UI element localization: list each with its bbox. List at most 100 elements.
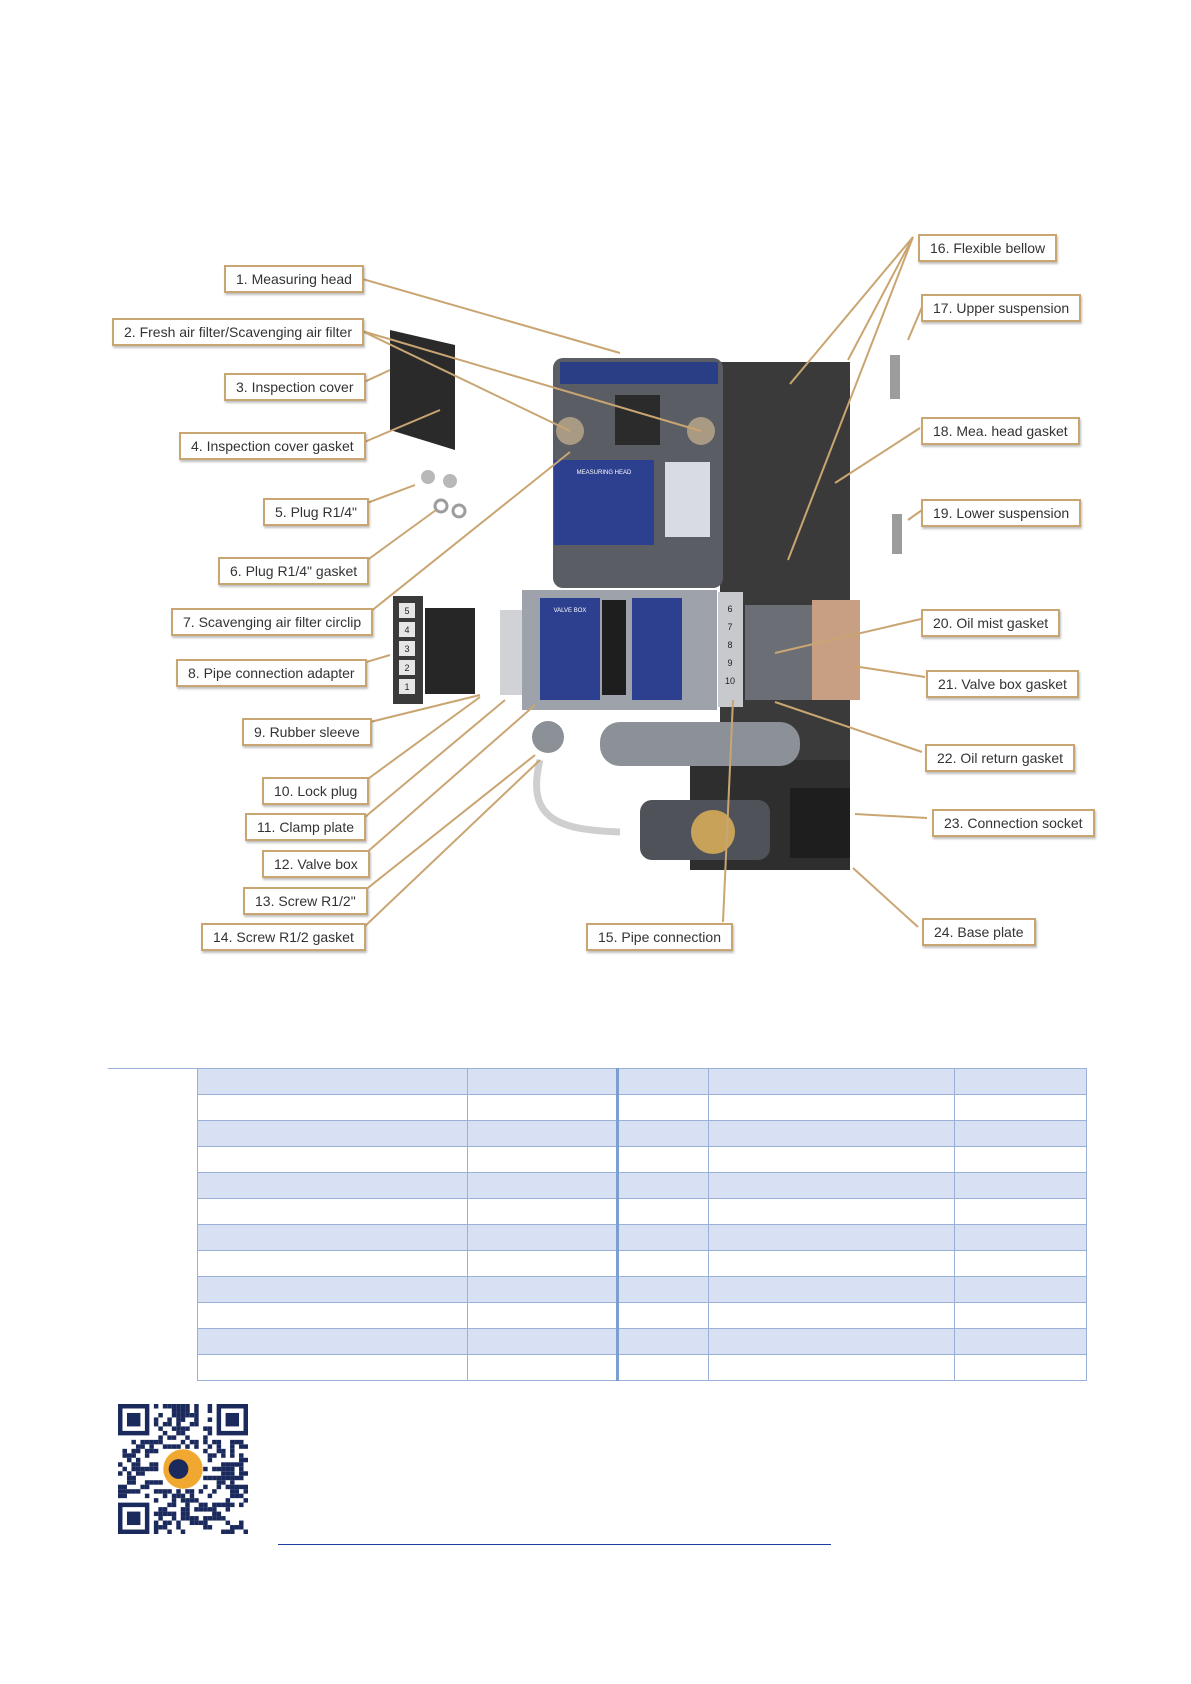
qr-module [212,1511,217,1517]
qr-module [122,1489,127,1494]
qr-module [234,1493,240,1499]
callout-pipe-connection-adapter: 8. Pipe connection adapter [176,659,367,687]
qr-module [140,1471,145,1476]
qr-module [135,1448,141,1454]
qr-module [230,1444,235,1449]
qr-module [185,1502,190,1508]
qr-module [216,1444,222,1449]
qr-module [162,1525,168,1530]
callout-inspection-cover-gasket: 4. Inspection cover gasket [179,432,366,460]
qr-module [207,1430,213,1436]
terminal-port [399,641,415,656]
callout-lower-suspension: 19. Lower suspension [921,499,1082,527]
callout-valve-box-gasket: 21. Valve box gasket [926,670,1079,698]
leader-lines [358,236,928,929]
qr-module [180,1529,186,1534]
terminal-port-number: 9 [727,658,732,668]
table-cell [954,1224,1087,1251]
table-cell [954,1068,1087,1095]
qr-module [149,1480,154,1485]
qr-module [239,1502,244,1508]
qr-module [153,1525,159,1530]
connection-plug-face [691,810,735,854]
qr-module [207,1475,213,1481]
qr-module [131,1448,136,1454]
qr-module [158,1511,163,1517]
qr-module [203,1466,208,1472]
table-cell [617,1302,709,1329]
qr-module [212,1453,217,1458]
qr-module [203,1484,208,1490]
qr-module [126,1489,132,1494]
qr-module [189,1516,195,1521]
valve-box-gasket-shape [812,600,860,700]
table-cell [954,1198,1087,1225]
qr-module [162,1430,168,1436]
table-cell [617,1276,709,1303]
qr-module [176,1404,181,1409]
table-cell [617,1172,709,1199]
qr-module [149,1466,154,1472]
qr-module [221,1475,226,1481]
qr-module [153,1480,159,1485]
qr-module [230,1439,235,1445]
qr-module [162,1507,168,1512]
table-row [197,1354,1087,1381]
qr-module [158,1507,163,1512]
qr-module [171,1408,177,1413]
qr-module [185,1489,190,1494]
callout-measuring-head: 1. Measuring head [224,265,364,293]
qr-code [118,1404,248,1534]
screw-shape [532,721,564,753]
qr-module [230,1493,235,1499]
table-cell [954,1276,1087,1303]
table-cell [197,1198,468,1225]
qr-module [126,1453,132,1458]
qr-module [230,1453,235,1458]
callout-lock-plug: 10. Lock plug [262,777,370,805]
qr-module [189,1421,195,1427]
qr-module [207,1453,213,1458]
qr-module [203,1516,208,1521]
qr-logo-center [168,1459,189,1479]
table-cell [197,1224,468,1251]
parts-table [197,1068,1087,1381]
table-cell [708,1146,955,1173]
qr-module [180,1493,186,1499]
qr-module [149,1462,154,1467]
table-cell [617,1198,709,1225]
qr-module [239,1439,244,1445]
valve-box-panel-left [540,598,600,700]
qr-module [140,1484,145,1490]
qr-module [216,1439,222,1445]
qr-module [176,1444,181,1449]
qr-module [225,1484,231,1490]
qr-module [239,1493,244,1499]
table-cell [197,1094,468,1121]
valve-box-rear [745,605,825,700]
table-row [197,1224,1087,1251]
qr-module [189,1439,195,1445]
qr-module [122,1448,127,1454]
table-row [197,1328,1087,1355]
qr-module [216,1484,222,1490]
qr-module [212,1475,217,1481]
qr-module [158,1412,163,1418]
terminal-port [399,603,415,618]
qr-module [171,1498,177,1503]
qr-module [243,1444,248,1449]
terminal-port-number: 8 [727,640,732,650]
table-cell [617,1354,709,1381]
qr-module [144,1466,150,1472]
qr-module [126,1475,132,1481]
qr-module [225,1529,231,1534]
qr-module [207,1444,213,1449]
qr-module [118,1471,123,1476]
callout-screw: 13. Screw R1/2" [243,887,368,915]
measuring-head-window [665,462,710,537]
qr-module [158,1426,163,1431]
qr-module [171,1426,177,1431]
qr-module [167,1489,172,1494]
qr-module [203,1475,208,1481]
qr-module [194,1408,199,1413]
